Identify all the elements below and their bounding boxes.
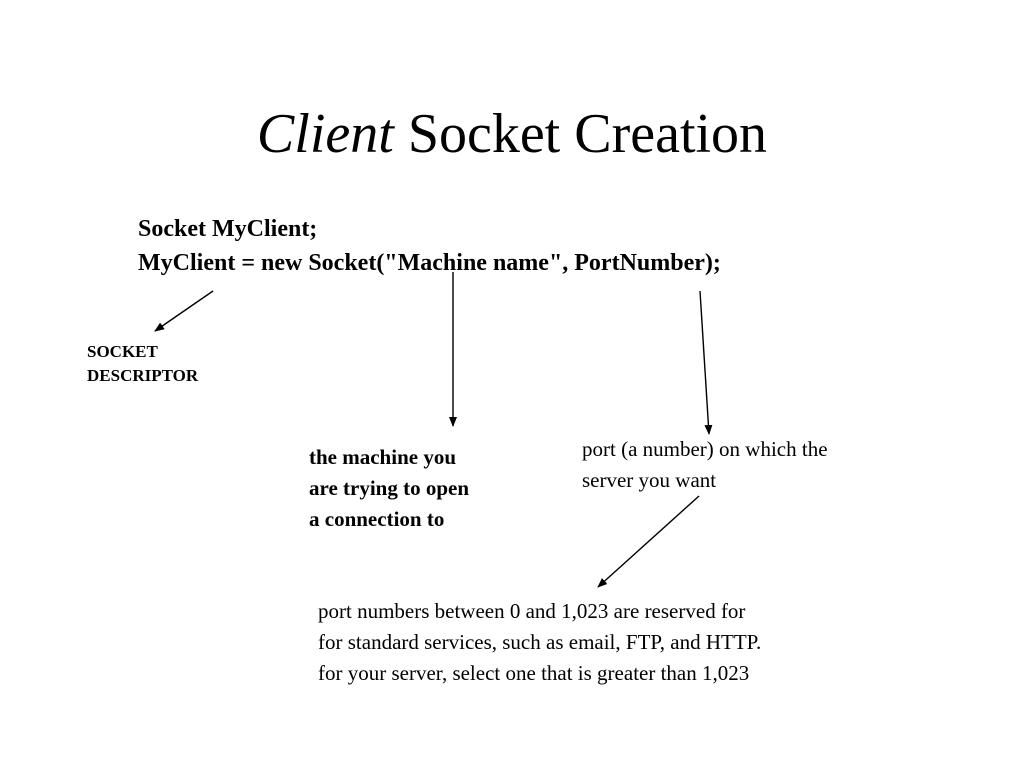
arrow-to-port-label xyxy=(699,290,713,435)
slide-title-italic: Client xyxy=(256,103,394,165)
code-line-declaration: Socket MyClient; xyxy=(138,216,318,242)
arrow-to-port-note xyxy=(597,495,700,588)
port-range-note-line3: for your server, select one that is grea… xyxy=(318,661,750,685)
socket-descriptor-label-line1: SOCKET xyxy=(87,342,158,361)
socket-descriptor-label: SOCKET DESCRIPTOR xyxy=(87,340,198,388)
arrow-to-socket-descriptor xyxy=(154,290,214,332)
slide-title: Client Socket Creation xyxy=(0,98,1024,170)
code-line-constructor: MyClient = new Socket("Machine name", Po… xyxy=(138,250,721,276)
port-range-note: port numbers between 0 and 1,023 are res… xyxy=(318,596,761,689)
machine-name-label-line1: the machine you xyxy=(309,445,456,469)
slide-title-rest: Socket Creation xyxy=(393,103,768,165)
port-number-label-line2: server you want xyxy=(582,468,717,492)
machine-name-label-line3: a connection to xyxy=(309,507,445,531)
socket-descriptor-label-line2: DESCRIPTOR xyxy=(87,366,199,385)
code-snippet: Socket MyClient; MyClient = new Socket("… xyxy=(138,212,721,280)
port-number-label: port (a number) on which the server you … xyxy=(582,434,828,496)
port-number-label-line1: port (a number) on which the xyxy=(582,437,828,461)
port-range-note-line2: for standard services, such as email, FT… xyxy=(318,630,762,654)
machine-name-label: the machine you are trying to open a con… xyxy=(309,442,469,535)
port-range-note-line1: port numbers between 0 and 1,023 are res… xyxy=(318,599,746,623)
machine-name-label-line2: are trying to open xyxy=(309,476,470,500)
